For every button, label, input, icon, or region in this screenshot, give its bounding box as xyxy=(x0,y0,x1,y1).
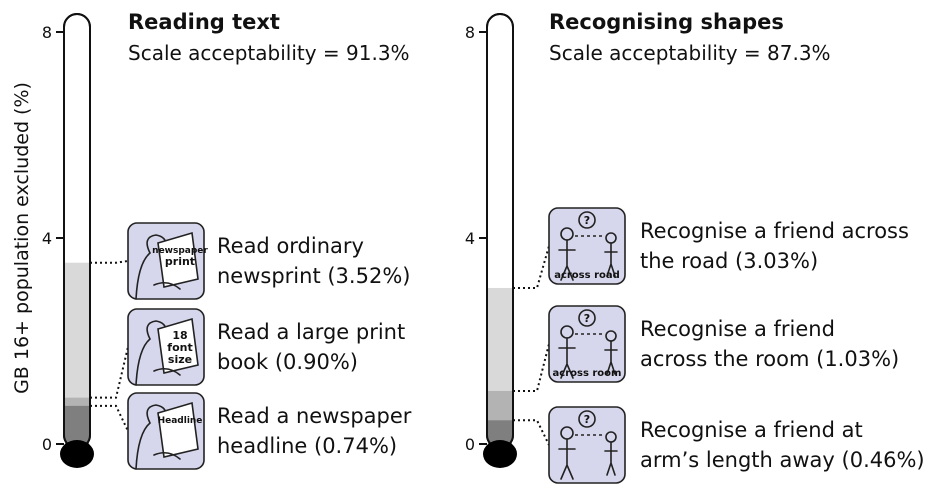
question-mark: ? xyxy=(584,214,590,227)
item-label-line1: Recognise a friend across xyxy=(640,219,909,243)
icon-caption: print xyxy=(165,255,195,268)
y-tick-label: 0 xyxy=(42,435,52,454)
y-axis-label: GB 16+ population excluded (%) xyxy=(11,82,33,394)
friend-body xyxy=(604,441,618,476)
icon-frame xyxy=(548,305,626,383)
panel-subtitle: Scale acceptability = 91.3% xyxy=(128,41,410,65)
y-tick-label: 4 xyxy=(465,229,475,248)
y-tick-label: 4 xyxy=(42,229,52,248)
friend-body xyxy=(604,340,618,375)
item-connector xyxy=(90,260,129,264)
item-label-line1: Read a large print xyxy=(217,320,405,344)
item-label-line2: arm’s length away (0.46%) xyxy=(640,448,925,472)
icon-caption: 18 xyxy=(172,329,187,342)
level-fill xyxy=(488,420,512,444)
question-mark: ? xyxy=(584,312,590,325)
icon-caption: font xyxy=(167,341,192,354)
panel-title: Recognising shapes xyxy=(549,10,784,34)
person-body xyxy=(558,438,576,480)
icon-caption: size xyxy=(168,353,192,366)
person-body xyxy=(558,239,576,281)
item-label-line1: Recognise a friend xyxy=(640,317,835,341)
item-connector xyxy=(513,245,550,289)
y-tick-label: 8 xyxy=(465,23,475,42)
icon-frame xyxy=(548,207,626,285)
page-shape xyxy=(157,231,199,288)
person-outline xyxy=(135,234,168,300)
y-tick-label: 8 xyxy=(42,23,52,42)
item-label-line1: Read a newspaper xyxy=(217,404,412,428)
icon-caption: Headline xyxy=(158,416,203,426)
question-bubble xyxy=(578,309,596,327)
question-bubble xyxy=(578,410,596,428)
item-label-line2: book (0.90%) xyxy=(217,350,358,374)
y-tick-label: 0 xyxy=(465,435,475,454)
item-connector xyxy=(513,343,550,392)
person-outline xyxy=(135,404,168,470)
item-label-line2: newsprint (3.52%) xyxy=(217,264,410,288)
item-connector xyxy=(90,404,129,432)
question-mark: ? xyxy=(584,413,590,426)
hand-outline xyxy=(153,367,181,376)
question-bubble xyxy=(578,211,596,229)
item-label-line1: Read ordinary xyxy=(217,234,364,258)
icon-frame xyxy=(548,406,626,484)
person-body xyxy=(558,337,576,379)
item-label-line2: headline (0.74%) xyxy=(217,434,397,458)
item-connector xyxy=(90,346,129,399)
page-shape xyxy=(157,401,199,458)
item-label-line2: across the room (1.03%) xyxy=(640,347,899,371)
thermometer-bulb xyxy=(483,440,517,468)
hand-outline xyxy=(153,451,181,460)
thermometer-bulb xyxy=(60,440,94,468)
icon-caption: across road xyxy=(554,270,620,281)
person-outline xyxy=(135,320,168,386)
hand-outline xyxy=(153,281,181,290)
friend-body xyxy=(604,242,618,277)
page-shape xyxy=(157,317,199,374)
item-connector xyxy=(513,419,550,446)
panel-subtitle: Scale acceptability = 87.3% xyxy=(549,41,831,65)
panel-title: Reading text xyxy=(128,10,280,34)
level-fill xyxy=(65,405,89,444)
panel-reading-text: 0 4 8 GB 16+ population excluded (%) Reading… xyxy=(11,10,412,470)
icon-caption: newspaper xyxy=(152,246,208,256)
item-label-line2: the road (3.03%) xyxy=(640,249,818,273)
item-label-line1: Recognise a friend at xyxy=(640,418,863,442)
icon-caption: across room xyxy=(553,368,622,379)
